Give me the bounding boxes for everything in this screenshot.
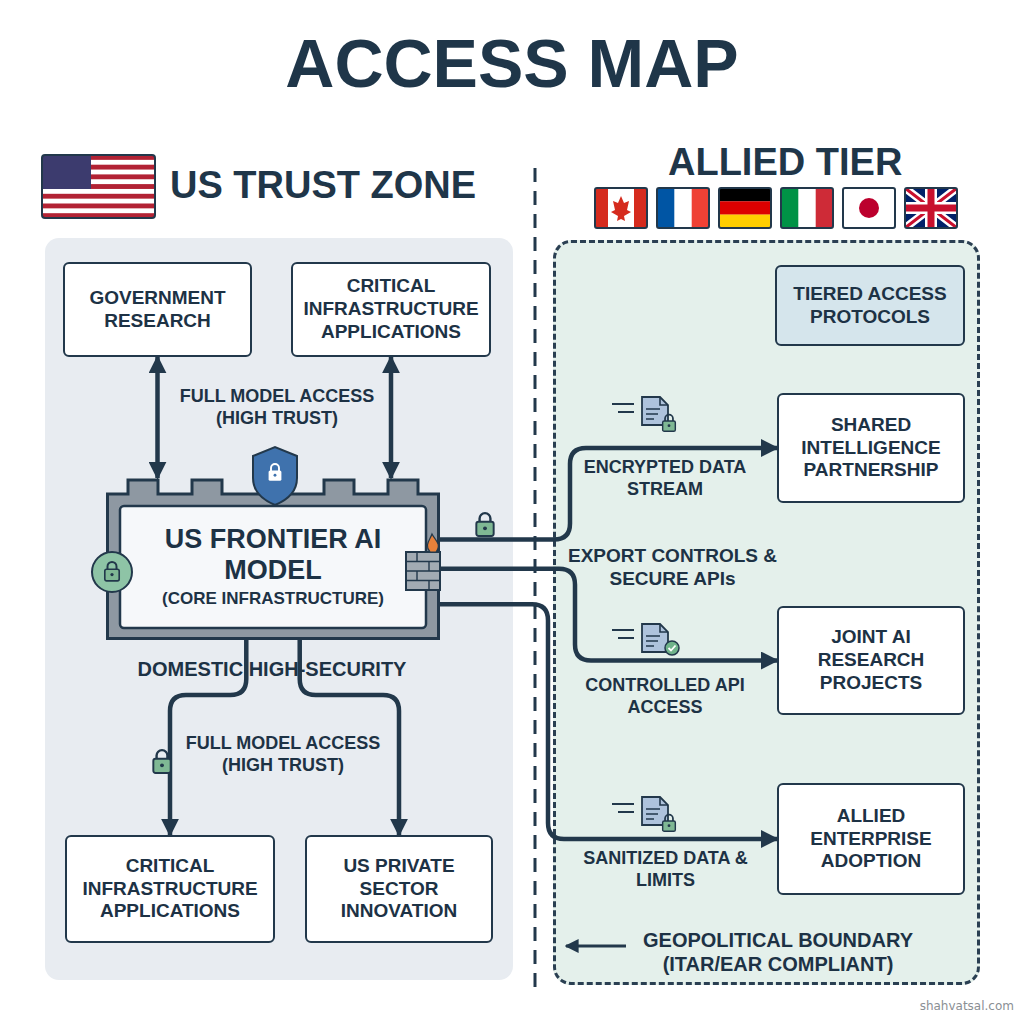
- italy-flag-part: [781, 188, 833, 228]
- germany-flag-part: [719, 201, 771, 214]
- uk-flag-part-part: [905, 188, 957, 228]
- us-flag-part: [42, 155, 155, 218]
- box-label: CRITICAL INFRASTRUCTURE APPLICATIONS: [71, 855, 269, 923]
- us-flag-part: [42, 174, 155, 179]
- allied-zone: ALLIED TIERTIERED ACCESS PROTOCOLSSHARED…: [553, 240, 980, 985]
- us-flag-part: [42, 165, 155, 170]
- japan-flag-part: [843, 188, 895, 228]
- box-label: GOVERNMENT RESEARCH: [69, 287, 246, 333]
- watermark: shahvatsal.com: [860, 999, 1014, 1013]
- zone-heading: ALLIED TIER: [668, 142, 902, 184]
- japan-flag-part: [843, 188, 895, 228]
- box-label: SHARED INTELLIGENCE PARTNERSHIP: [783, 414, 959, 482]
- us-flag-part: [42, 194, 155, 199]
- core-model-box: US FRONTIER AI MODEL(CORE INFRASTRUCTURE…: [106, 478, 440, 640]
- germany-flag-part: [719, 188, 771, 201]
- italy-flag-part: [781, 188, 833, 228]
- france-flag-part: [657, 188, 709, 228]
- canada-flag: [595, 188, 647, 228]
- canada-flag-part: [634, 188, 647, 228]
- italy-flag-part: [781, 188, 798, 228]
- diagram-title: ACCESS MAP: [0, 26, 1024, 101]
- germany-flag-part: [719, 188, 771, 228]
- process-box: ALLIED ENTERPRISE ADOPTION: [777, 783, 965, 895]
- control-note: EXPORT CONTROLS & SECURE APIs: [565, 545, 780, 591]
- uk-flag-part-part: [905, 188, 957, 228]
- connector-label: SANITIZED DATA & LIMITS: [578, 848, 753, 892]
- germany-flag: [719, 188, 771, 228]
- connector-label: CONTROLLED API ACCESS: [580, 675, 750, 719]
- zone-note: DOMESTIC HIGH-SECURITY: [112, 657, 432, 681]
- protocol-box: TIERED ACCESS PROTOCOLS: [775, 265, 965, 346]
- germany-flag-part: [719, 215, 771, 228]
- us-flag-part: [42, 155, 155, 218]
- us-flag-part: [42, 213, 155, 218]
- process-box: US PRIVATE SECTOR INNOVATION: [305, 835, 493, 943]
- japan-flag: [843, 188, 895, 228]
- box-label: US PRIVATE SECTOR INNOVATION: [311, 855, 487, 923]
- process-box: CRITICAL INFRASTRUCTURE APPLICATIONS: [291, 262, 491, 357]
- trust-zone: US TRUST ZONEGOVERNMENT RESEARCHCRITICAL…: [45, 238, 513, 980]
- connector-label: ENCRYPTED DATA STREAM: [580, 457, 750, 501]
- france-flag-part: [657, 188, 709, 228]
- zone-heading: US TRUST ZONE: [170, 165, 476, 207]
- italy-flag-part: [816, 188, 833, 228]
- uk-flag-part-part: [905, 188, 957, 228]
- us-flag: [42, 155, 155, 218]
- process-box: SHARED INTELLIGENCE PARTNERSHIP: [777, 393, 965, 503]
- italy-flag: [781, 188, 833, 228]
- uk-flag-part: [905, 188, 957, 228]
- france-flag: [657, 188, 709, 228]
- uk-flag: [905, 188, 957, 228]
- box-label: CRITICAL INFRASTRUCTURE APPLICATIONS: [297, 275, 485, 343]
- japan-flag-part: [859, 198, 879, 218]
- castle-text-area: US FRONTIER AI MODEL(CORE INFRASTRUCTURE…: [120, 506, 426, 628]
- canada-flag-part: [595, 188, 647, 228]
- canada-flag-part: [595, 188, 608, 228]
- us-flag-part: [42, 155, 91, 189]
- connector-label: FULL MODEL ACCESS (HIGH TRUST): [173, 733, 393, 777]
- box-label: TIERED ACCESS PROTOCOLS: [781, 283, 959, 329]
- castle-panel: [120, 506, 426, 628]
- box-label: JOINT AI RESEARCH PROJECTS: [783, 626, 959, 694]
- canada-flag-part: [611, 196, 631, 221]
- boundary-note: GEOPOLITICAL BOUNDARY (ITAR/EAR COMPLIAN…: [626, 928, 930, 976]
- uk-flag-part-part: [905, 188, 957, 228]
- uk-flag-part-part: [905, 188, 957, 228]
- france-flag-part: [657, 188, 674, 228]
- model-subtitle: (CORE INFRASTRUCTURE): [162, 588, 384, 610]
- us-flag-part: [42, 184, 155, 189]
- process-box: CRITICAL INFRASTRUCTURE APPLICATIONS: [65, 835, 275, 943]
- process-box: GOVERNMENT RESEARCH: [63, 262, 252, 357]
- us-flag-part: [42, 155, 155, 160]
- castle-wall: [108, 480, 439, 639]
- canada-flag-part: [595, 188, 647, 228]
- france-flag-part: [692, 188, 709, 228]
- connector-label: FULL MODEL ACCESS (HIGH TRUST): [162, 386, 392, 430]
- process-box: JOINT AI RESEARCH PROJECTS: [777, 606, 965, 715]
- uk-flag-part: [905, 188, 957, 228]
- box-label: ALLIED ENTERPRISE ADOPTION: [783, 805, 959, 873]
- geopolitical-boundary-line: [534, 168, 537, 990]
- model-title: US FRONTIER AI MODEL: [151, 524, 396, 586]
- us-flag-part: [42, 204, 155, 209]
